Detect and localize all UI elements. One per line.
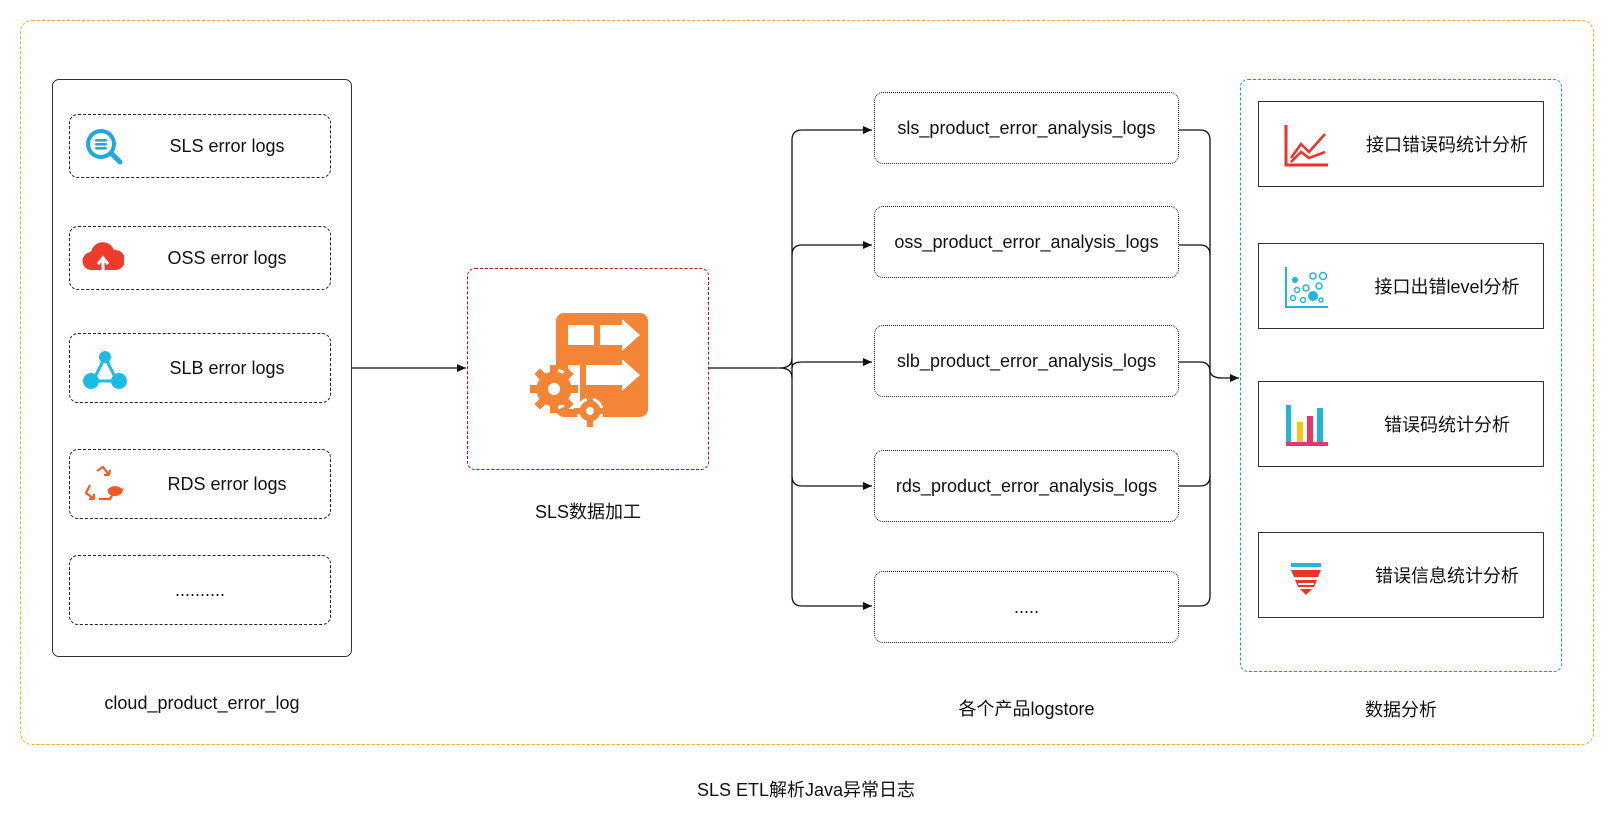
analysis-item-error-message[interactable]: 错误信息统计分析 [1258,532,1544,618]
logstore-label: sls_product_error_analysis_logs [897,117,1156,138]
source-item-slb[interactable]: SLB error logs [69,333,331,403]
logstore-caption: 各个产品logstore [958,699,1095,719]
analysis-panel [1240,79,1562,672]
logstore-label: ..... [1013,596,1039,617]
source-caption: cloud_product_error_log [104,693,300,713]
logstore-oss[interactable]: oss_product_error_analysis_logs [874,206,1179,278]
analysis-item-error-code[interactable]: 错误码统计分析 [1258,381,1544,467]
logstore-sls[interactable]: sls_product_error_analysis_logs [874,92,1179,164]
logstore-label: oss_product_error_analysis_logs [894,231,1159,252]
etl-box[interactable] [467,268,709,470]
analysis-label: 错误信息统计分析 [1375,566,1519,586]
database-recycle-icon [82,463,124,505]
logstore-label: rds_product_error_analysis_logs [895,475,1158,496]
scatter-chart-icon [1283,264,1329,310]
source-label-more: .......... [174,579,225,600]
analysis-caption: 数据分析 [1365,700,1437,720]
source-label-oss: OSS error logs [167,247,287,268]
logstore-rds[interactable]: rds_product_error_analysis_logs [874,450,1179,522]
analysis-label: 接口错误码统计分析 [1366,135,1528,155]
analysis-item-interface-error-code[interactable]: 接口错误码统计分析 [1258,101,1544,187]
line-fan-vertical [791,140,872,610]
logstore-more[interactable]: ..... [874,571,1179,643]
analysis-label: 接口出错level分析 [1374,277,1520,297]
bar-chart-icon [1283,402,1329,448]
source-label-slb: SLB error logs [169,357,285,378]
arrow-to-store-3 [791,358,872,369]
diagram-title: SLS ETL解析Java异常日志 [696,780,916,800]
logstore-label: slb_product_error_analysis_logs [896,350,1157,371]
source-item-rds[interactable]: RDS error logs [69,449,331,519]
funnel-chart-icon [1283,553,1329,599]
source-item-more[interactable]: .......... [69,555,331,625]
arrow-merge-to-analysis [1209,371,1239,382]
source-label-rds: RDS error logs [167,473,287,494]
analysis-item-interface-error-level[interactable]: 接口出错level分析 [1258,243,1544,329]
outer-frame [20,20,1594,745]
logstore-slb[interactable]: slb_product_error_analysis_logs [874,325,1179,397]
cloud-upload-icon [82,237,126,279]
source-item-sls[interactable]: SLS error logs [69,114,331,178]
analysis-label: 错误码统计分析 [1384,415,1510,435]
network-nodes-icon [82,347,127,389]
arrow-to-store-2 [791,241,872,256]
data-transform-gears-icon [520,307,656,433]
line-chart-icon [1283,122,1329,168]
source-panel [52,79,352,657]
source-label-sls: SLS error logs [169,135,285,156]
source-item-oss[interactable]: OSS error logs [69,226,331,290]
line-merge-1 [1179,129,1211,607]
arrow-to-store-1 [791,126,872,141]
search-log-icon [82,125,124,167]
arrow-to-store-4 [791,475,872,490]
etl-caption: SLS数据加工 [534,502,642,522]
